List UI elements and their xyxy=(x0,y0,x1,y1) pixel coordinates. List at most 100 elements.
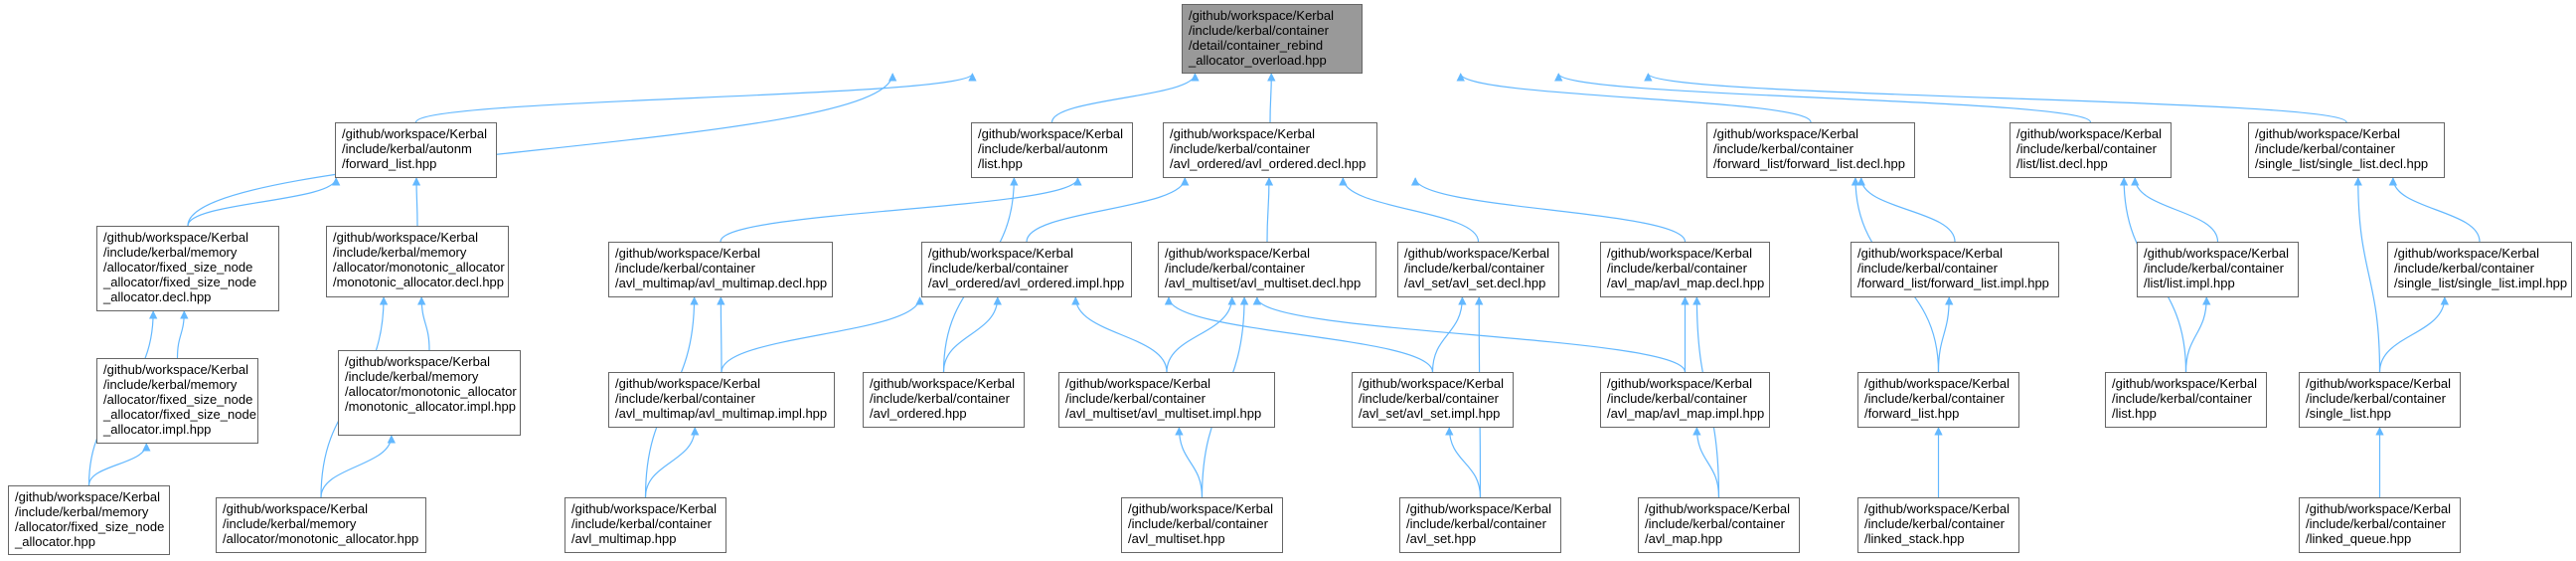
edge-single_list-to-single_list_decl xyxy=(2353,177,2381,373)
node-forward-list-decl[interactable]: /github/workspace/Kerbal /include/kerbal… xyxy=(1706,122,1915,178)
node-label: /github/workspace/Kerbal /include/kerbal… xyxy=(2255,126,2429,171)
edge-avl_map_decl-to-avl_ordered_decl xyxy=(1410,177,1687,243)
node-label: /github/workspace/Kerbal /include/kerbal… xyxy=(1864,376,2010,421)
edge-fsn-to-fsn_impl xyxy=(87,443,151,486)
edge-fsn_decl-to-autonm_forward_list xyxy=(187,177,341,227)
edge-forward_list_impl-to-forward_list_decl xyxy=(1856,177,1956,243)
node-list-impl[interactable]: /github/workspace/Kerbal /include/kerbal… xyxy=(2137,242,2299,297)
node-label: /github/workspace/Kerbal /include/kerbal… xyxy=(1607,246,1765,290)
node-label: /github/workspace/Kerbal /include/kerbal… xyxy=(1713,126,1905,171)
edge-autonm_list-to-root xyxy=(1050,73,1200,123)
node-avl-set-impl[interactable]: /github/workspace/Kerbal /include/kerbal… xyxy=(1352,372,1514,428)
node-fixed-size-node-allocator-decl[interactable]: /github/workspace/Kerbal /include/kerbal… xyxy=(96,226,279,311)
node-avl-multimap-impl[interactable]: /github/workspace/Kerbal /include/kerbal… xyxy=(608,372,835,428)
node-single-list-impl[interactable]: /github/workspace/Kerbal /include/kerbal… xyxy=(2387,242,2572,297)
node-label: /github/workspace/Kerbal /include/kerbal… xyxy=(2144,246,2289,290)
node-label: /github/workspace/Kerbal /include/kerbal… xyxy=(571,501,717,546)
edge-avl_set_decl-to-avl_ordered_decl xyxy=(1339,177,1480,243)
node-label: /github/workspace/Kerbal /include/kerbal… xyxy=(1065,376,1262,421)
node-monotonic-allocator-decl[interactable]: /github/workspace/Kerbal /include/kerbal… xyxy=(326,226,509,297)
node-linked-queue[interactable]: /github/workspace/Kerbal /include/kerbal… xyxy=(2299,497,2461,553)
node-avl-set[interactable]: /github/workspace/Kerbal /include/kerbal… xyxy=(1399,497,1561,553)
node-label: /github/workspace/Kerbal /include/kerbal… xyxy=(223,501,419,546)
node-root[interactable]: /github/workspace/Kerbal /include/kerbal… xyxy=(1182,4,1363,74)
node-label: /github/workspace/Kerbal /include/kerbal… xyxy=(1864,501,2010,546)
node-label: /github/workspace/Kerbal /include/kerbal… xyxy=(615,376,828,421)
node-forward-list[interactable]: /github/workspace/Kerbal /include/kerbal… xyxy=(1857,372,2019,428)
node-label: /github/workspace/Kerbal /include/kerbal… xyxy=(870,376,1015,421)
edge-avl_set-to-avl_set_impl xyxy=(1445,427,1482,498)
edge-avl_multiset_impl-to-avl_multiset_decl xyxy=(1166,296,1236,373)
node-label: /github/workspace/Kerbal /include/kerbal… xyxy=(1359,376,1504,421)
node-avl-ordered-decl[interactable]: /github/workspace/Kerbal /include/kerbal… xyxy=(1163,122,1377,178)
node-list[interactable]: /github/workspace/Kerbal /include/kerbal… xyxy=(2105,372,2267,428)
node-avl-map-impl[interactable]: /github/workspace/Kerbal /include/kerbal… xyxy=(1600,372,1770,428)
edge-avl_ordered-to-avl_ordered_impl xyxy=(942,296,1002,373)
edge-avl_map-to-avl_map_impl xyxy=(1692,427,1720,498)
edge-avl_multimap_impl-to-avl_multimap_decl xyxy=(717,296,725,373)
node-avl-multiset[interactable]: /github/workspace/Kerbal /include/kerbal… xyxy=(1121,497,1283,553)
node-avl-set-decl[interactable]: /github/workspace/Kerbal /include/kerbal… xyxy=(1397,242,1559,297)
node-label: /github/workspace/Kerbal /include/kerbal… xyxy=(103,230,256,304)
node-avl-multimap-decl[interactable]: /github/workspace/Kerbal /include/kerbal… xyxy=(608,242,833,297)
edge-mono_impl-to-mono_decl xyxy=(417,296,430,351)
edge-forward_list_decl-to-root xyxy=(1456,73,1812,123)
node-avl-ordered[interactable]: /github/workspace/Kerbal /include/kerbal… xyxy=(863,372,1025,428)
edge-avl_multimap-to-avl_multimap_impl xyxy=(644,427,700,498)
node-label: /github/workspace/Kerbal /include/kerbal… xyxy=(1404,246,1549,290)
node-label: /github/workspace/Kerbal /include/kerbal… xyxy=(615,246,828,290)
edge-list-to-list_impl xyxy=(2184,296,2211,373)
node-single-list-decl[interactable]: /github/workspace/Kerbal /include/kerbal… xyxy=(2248,122,2445,178)
node-label: /github/workspace/Kerbal /include/kerbal… xyxy=(978,126,1123,171)
node-label: /github/workspace/Kerbal /include/kerbal… xyxy=(928,246,1125,290)
edge-forward_list-to-forward_list_impl xyxy=(1937,296,1954,373)
node-fixed-size-node-allocator[interactable]: /github/workspace/Kerbal /include/kerbal… xyxy=(8,485,170,555)
node-avl-multiset-impl[interactable]: /github/workspace/Kerbal /include/kerbal… xyxy=(1058,372,1275,428)
edge-avl_multiset-to-avl_multiset_impl xyxy=(1175,427,1204,498)
edge-avl_multimap_decl-to-avl_ordered_decl xyxy=(720,177,1082,243)
edge-autonm_forward_list-to-root xyxy=(414,73,977,123)
node-avl-multimap[interactable]: /github/workspace/Kerbal /include/kerbal… xyxy=(564,497,726,553)
edge-single_list_decl-to-root xyxy=(1644,73,2347,123)
edge-avl_ordered_decl-to-root xyxy=(1267,73,1276,123)
node-label: /github/workspace/Kerbal /include/kerbal… xyxy=(2306,501,2451,546)
edge-avl_map_impl-to-avl_ordered_impl xyxy=(1252,296,1687,373)
node-avl-map-decl[interactable]: /github/workspace/Kerbal /include/kerbal… xyxy=(1600,242,1770,297)
node-label: /github/workspace/Kerbal /include/kerbal… xyxy=(1128,501,1273,546)
node-linked-stack[interactable]: /github/workspace/Kerbal /include/kerbal… xyxy=(1857,497,2019,553)
edge-avl_set_impl-to-avl_ordered_impl xyxy=(1164,296,1434,373)
node-label: /github/workspace/Kerbal /include/kerbal… xyxy=(15,489,165,549)
node-autonm-list[interactable]: /github/workspace/Kerbal /include/kerbal… xyxy=(971,122,1133,178)
node-label: /github/workspace/Kerbal /include/kerbal… xyxy=(103,362,256,437)
edge-single_list_impl-to-single_list_decl xyxy=(2388,177,2481,243)
edge-single_list-to-single_list_impl xyxy=(2378,296,2450,373)
node-label: /github/workspace/Kerbal /include/kerbal… xyxy=(1607,376,1765,421)
edge-avl_multiset_impl-to-avl_ordered_impl xyxy=(1071,296,1168,373)
node-label: /github/workspace/Kerbal /include/kerbal… xyxy=(2394,246,2568,290)
edge-fsn_impl-to-fsn_decl xyxy=(176,310,189,359)
node-avl-map[interactable]: /github/workspace/Kerbal /include/kerbal… xyxy=(1638,497,1800,553)
node-avl-ordered-impl[interactable]: /github/workspace/Kerbal /include/kerbal… xyxy=(921,242,1132,297)
edge-list_decl-to-root xyxy=(1554,73,2092,123)
node-label: /github/workspace/Kerbal /include/kerbal… xyxy=(1165,246,1362,290)
node-monotonic-allocator-impl[interactable]: /github/workspace/Kerbal /include/kerbal… xyxy=(338,350,521,436)
node-label: /github/workspace/Kerbal /include/kerbal… xyxy=(2016,126,2162,171)
edge-avl_ordered_impl-to-avl_ordered_decl xyxy=(1026,177,1190,243)
node-autonm-forward-list[interactable]: /github/workspace/Kerbal /include/kerbal… xyxy=(335,122,497,178)
node-fixed-size-node-allocator-impl[interactable]: /github/workspace/Kerbal /include/kerbal… xyxy=(96,358,258,444)
node-monotonic-allocator[interactable]: /github/workspace/Kerbal /include/kerbal… xyxy=(216,497,426,553)
edge-avl_multiset_decl-to-avl_ordered_decl xyxy=(1264,177,1274,243)
node-label: /github/workspace/Kerbal /include/kerbal… xyxy=(1645,501,1790,546)
edge-avl_set_impl-to-avl_set_decl xyxy=(1431,296,1467,373)
node-label: /github/workspace/Kerbal /include/kerbal… xyxy=(1406,501,1551,546)
node-forward-list-impl[interactable]: /github/workspace/Kerbal /include/kerbal… xyxy=(1851,242,2059,297)
node-label: /github/workspace/Kerbal /include/kerbal… xyxy=(345,354,517,414)
node-list-decl[interactable]: /github/workspace/Kerbal /include/kerbal… xyxy=(2010,122,2172,178)
node-single-list[interactable]: /github/workspace/Kerbal /include/kerbal… xyxy=(2299,372,2461,428)
edge-mono-to-mono_impl xyxy=(320,435,397,498)
node-label: /github/workspace/Kerbal /include/kerbal… xyxy=(2306,376,2451,421)
node-label: /github/workspace/Kerbal /include/kerbal… xyxy=(2112,376,2257,421)
node-avl-multiset-decl[interactable]: /github/workspace/Kerbal /include/kerbal… xyxy=(1158,242,1376,297)
